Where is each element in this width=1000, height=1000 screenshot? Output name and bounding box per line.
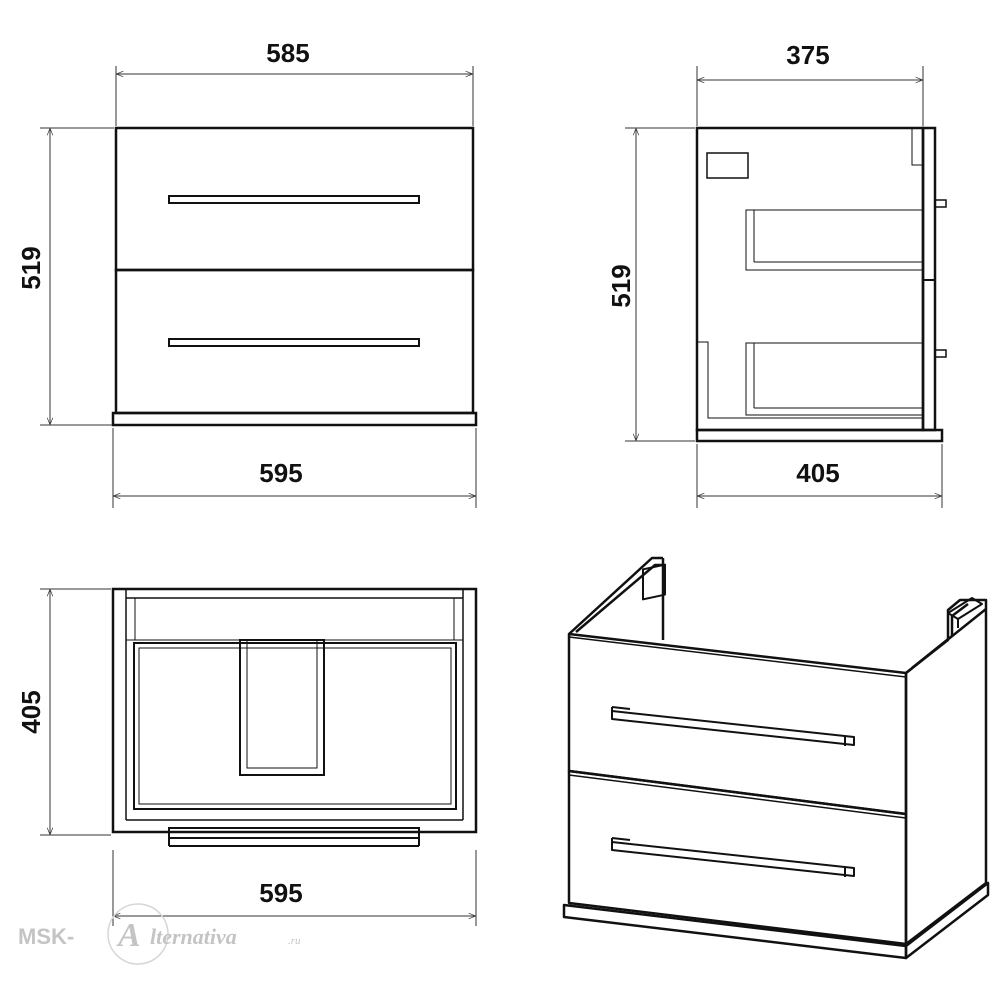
watermark-logo-icon bbox=[107, 903, 169, 965]
iso-bracket-right bbox=[947, 597, 983, 628]
front-upper-handle bbox=[168, 195, 420, 204]
watermark-domain: .ru bbox=[288, 935, 301, 947]
side-dimensions bbox=[625, 66, 943, 508]
iso-top-rim bbox=[568, 556, 988, 674]
watermark-brand-letter: A bbox=[116, 917, 141, 954]
iso-lower-handle bbox=[611, 837, 855, 877]
front-dimensions bbox=[40, 66, 477, 508]
iso-upper-handle bbox=[611, 706, 855, 746]
side-body bbox=[695, 126, 925, 432]
side-depth-top-label: 375 bbox=[786, 40, 829, 70]
iso-plinth bbox=[562, 881, 990, 960]
top-width-label: 595 bbox=[259, 878, 302, 908]
side-view bbox=[695, 126, 947, 443]
top-handle bbox=[168, 827, 420, 839]
front-view bbox=[111, 126, 478, 427]
top-dimensions bbox=[40, 588, 477, 926]
top-view bbox=[111, 587, 478, 847]
watermark-brand-rest: lternativa bbox=[150, 924, 237, 949]
watermark: MSK- A lternativa .ru bbox=[18, 903, 301, 965]
side-upper-handle bbox=[934, 199, 947, 208]
side-mounting-bracket bbox=[706, 152, 749, 179]
side-hidden-drawer-lower bbox=[745, 342, 924, 416]
side-lower-handle bbox=[934, 349, 947, 358]
side-depth-bottom-label: 405 bbox=[796, 458, 839, 488]
front-lower-handle bbox=[168, 338, 420, 347]
top-siphon-cutout bbox=[239, 639, 325, 776]
top-depth-label: 405 bbox=[16, 690, 46, 733]
side-hidden-back-panel bbox=[697, 341, 923, 419]
isometric-view bbox=[562, 556, 990, 960]
front-width-bottom-label: 595 bbox=[259, 458, 302, 488]
front-width-top-label: 585 bbox=[266, 38, 309, 68]
watermark-prefix: MSK- bbox=[18, 924, 74, 949]
side-height-label: 519 bbox=[606, 264, 636, 307]
front-height-label: 519 bbox=[16, 246, 46, 289]
iso-bracket-left bbox=[642, 563, 666, 601]
front-plinth bbox=[111, 411, 478, 427]
top-drawer-box bbox=[133, 642, 457, 810]
side-plinth bbox=[695, 428, 944, 443]
side-hidden-drawer-upper bbox=[745, 209, 924, 271]
top-outline bbox=[111, 587, 478, 834]
